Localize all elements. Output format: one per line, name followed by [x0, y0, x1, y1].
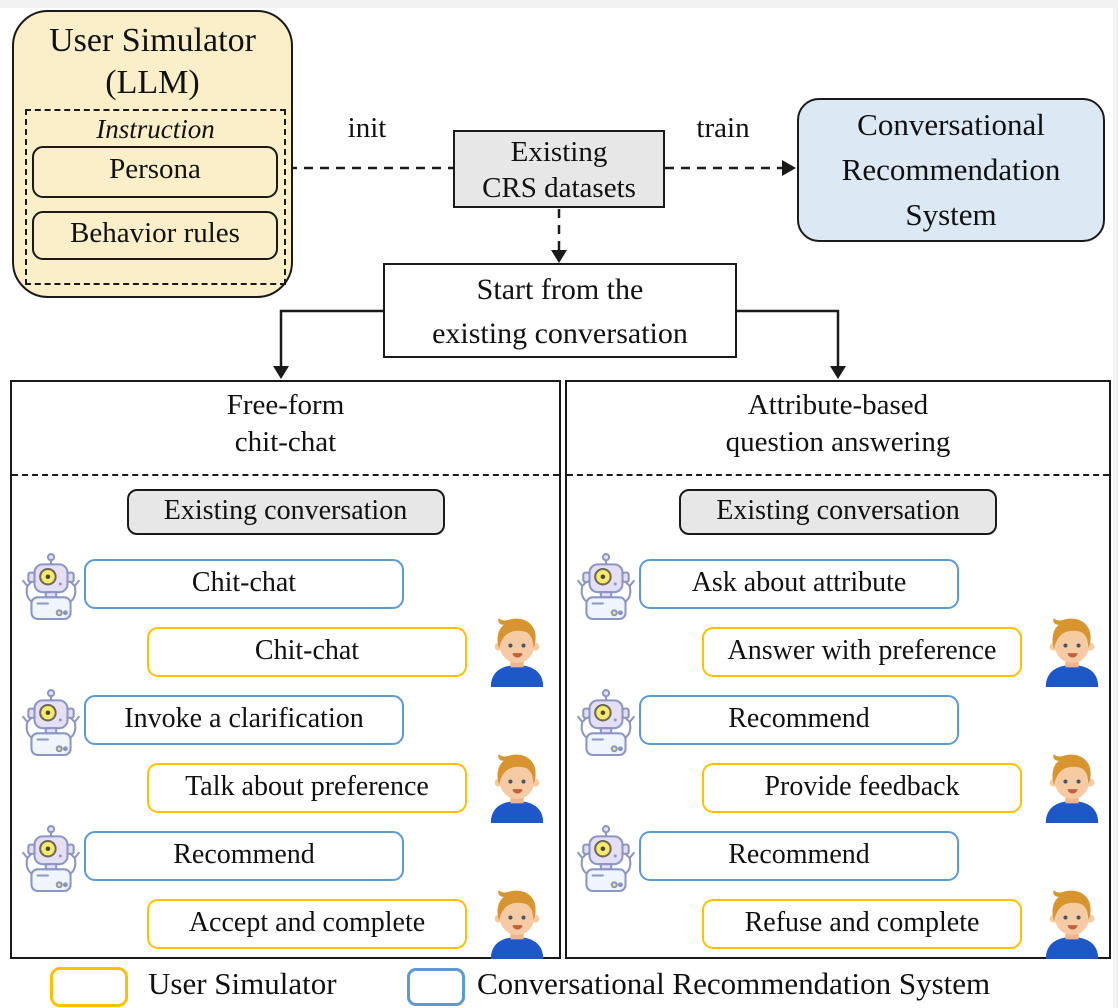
existing-conversation-box: Existing conversation	[679, 489, 997, 535]
panel-divider-dashed	[12, 474, 559, 476]
crs-line2: Recommendation	[841, 152, 1061, 187]
existing-conversation-box: Existing conversation	[126, 489, 445, 535]
instruction-box: Instruction	[25, 109, 286, 285]
conversational-recommendation-system-box: Conversational Recommendation System	[797, 98, 1105, 242]
top-edge-strip	[0, 0, 1118, 8]
arrowhead-to-right-panel	[830, 366, 846, 379]
panel-title: Attribute-based question answering	[567, 387, 1109, 461]
message-box-crs: Recommend	[84, 831, 404, 881]
legend-user-simulator-swatch	[50, 967, 128, 1007]
crs-line3: System	[905, 197, 997, 232]
message-box-user: Provide feedback	[702, 763, 1022, 813]
message-box-user: Accept and complete	[147, 899, 467, 949]
init-edge-label: init	[347, 112, 387, 144]
behavior-rules-box: Behavior rules	[32, 211, 278, 260]
user-avatar-icon	[484, 615, 550, 687]
arrowhead-to-left-panel	[273, 366, 289, 379]
message-box-user: Talk about preference	[147, 763, 467, 813]
legend-user-simulator-label: User Simulator	[148, 966, 337, 1001]
instruction-label: Instruction	[96, 114, 215, 144]
legend-crs-label: Conversational Recommendation System	[477, 966, 991, 1001]
start-line1: Start from the	[476, 273, 644, 306]
crs-line1: Conversational	[857, 107, 1045, 142]
start-to-right-panel-line	[737, 309, 840, 370]
panel-divider-dashed	[567, 474, 1109, 476]
user-avatar-icon	[484, 751, 550, 823]
panel-title: Free-form chit-chat	[12, 387, 559, 461]
message-box-user: Answer with preference	[702, 627, 1022, 677]
right-edge-strip	[1113, 0, 1118, 1008]
message-box-crs: Chit-chat	[84, 559, 404, 609]
arrowhead-to-crs	[782, 160, 796, 176]
message-box-crs: Recommend	[639, 695, 959, 745]
user-avatar-icon	[1039, 615, 1105, 687]
robot-icon	[575, 824, 637, 892]
user-simulator-title: User Simulator (LLM)	[14, 20, 291, 104]
user-simulator-title-line2: (LLM)	[105, 64, 200, 101]
robot-icon	[20, 688, 82, 756]
message-box-user: Refuse and complete	[702, 899, 1022, 949]
panel-title-line2: chit-chat	[234, 426, 337, 458]
train-edge-label: train	[696, 112, 750, 144]
legend-crs-swatch	[407, 968, 465, 1006]
user-avatar-icon	[1039, 887, 1105, 959]
user-simulator-title-line1: User Simulator	[49, 22, 256, 59]
message-box-user: Chit-chat	[147, 627, 467, 677]
user-simulator-box: User Simulator (LLM) Instruction Persona…	[12, 10, 293, 298]
panel-title-line1: Free-form	[226, 389, 345, 421]
arrowhead-to-start	[551, 250, 567, 263]
existing-crs-datasets-box: Existing CRS datasets	[453, 130, 665, 208]
user-avatar-icon	[484, 887, 550, 959]
start-to-left-panel-line	[279, 309, 383, 370]
datasets-line1: Existing	[510, 136, 608, 168]
user-avatar-icon	[1039, 751, 1105, 823]
start-from-existing-conversation-box: Start from the existing conversation	[383, 263, 737, 358]
panel-title-line2: question answering	[725, 426, 951, 458]
panel-title-line1: Attribute-based	[747, 389, 929, 421]
message-box-crs: Invoke a clarification	[84, 695, 404, 745]
message-box-crs: Ask about attribute	[639, 559, 959, 609]
robot-icon	[575, 688, 637, 756]
start-line2: existing conversation	[432, 317, 688, 350]
robot-icon	[575, 552, 637, 620]
datasets-line2: CRS datasets	[482, 172, 636, 204]
robot-icon	[20, 824, 82, 892]
persona-box: Persona	[32, 146, 278, 198]
robot-icon	[20, 552, 82, 620]
panel-free-form-chit-chat: Free-form chit-chat Existing conversatio…	[10, 380, 561, 959]
message-box-crs: Recommend	[639, 831, 959, 881]
panel-attribute-based-qa: Attribute-based question answering Exist…	[565, 380, 1111, 959]
